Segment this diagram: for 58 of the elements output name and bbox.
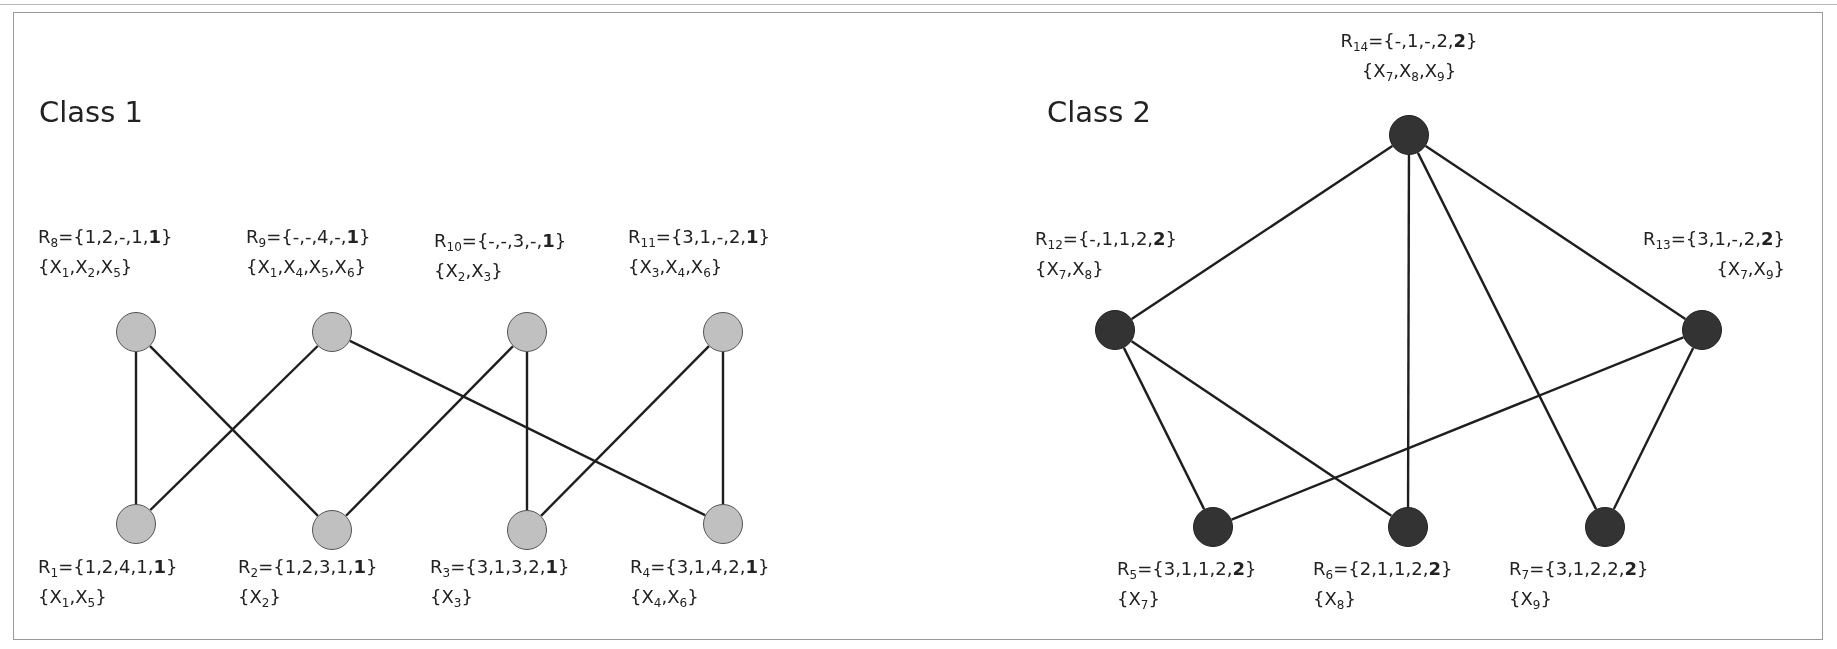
- edge-line: [1416, 152, 1598, 510]
- graph-node-circle: [1682, 310, 1722, 350]
- variable-set-label: {X$_{2}$}: [238, 586, 282, 608]
- rule-label: R$_{13}$={3,1,-,2,2}: [1642, 228, 1785, 250]
- graph-node-circle: [1095, 310, 1135, 350]
- variable-set-label: {X$_{7}$,X$_{8}$,X$_{9}$}: [1360, 60, 1458, 82]
- edge-line: [540, 345, 710, 517]
- class-title: Class 2: [1047, 95, 1151, 129]
- graph-node-circle: [116, 312, 156, 352]
- edge-line: [134, 352, 138, 504]
- class-title: Class 1: [39, 95, 143, 129]
- edge-line: [1612, 347, 1695, 510]
- graph-node-circle: [507, 312, 547, 352]
- variable-set-label: {X$_{7}$,X$_{9}$}: [1715, 258, 1785, 280]
- rule-label: R$_{7}$={3,1,2,2,2}: [1509, 558, 1649, 580]
- rule-label: R$_{10}$={-,-,3,-,1}: [434, 230, 567, 252]
- variable-set-label: {X$_{7}$,X$_{8}$}: [1035, 258, 1105, 280]
- variable-set-label: {X$_{3}$,X$_{4}$,X$_{6}$}: [628, 256, 724, 278]
- graph-node-circle: [1585, 507, 1625, 547]
- rule-label: R$_{2}$={1,2,3,1,1}: [238, 556, 378, 578]
- edge-line: [349, 339, 706, 517]
- variable-set-label: {X$_{2}$,X$_{3}$}: [434, 260, 504, 282]
- graph-node-circle: [1388, 507, 1428, 547]
- graph-node-circle: [507, 510, 547, 550]
- variable-set-label: {X$_{9}$}: [1509, 588, 1553, 610]
- rule-label: R$_{6}$={2,1,1,2,2}: [1313, 558, 1453, 580]
- graph-node-circle: [703, 504, 743, 544]
- edge-line: [721, 352, 725, 504]
- graph-node-circle: [312, 312, 352, 352]
- variable-set-label: {X$_{7}$}: [1117, 588, 1161, 610]
- edge-line: [1425, 145, 1686, 320]
- graph-node-circle: [116, 504, 156, 544]
- rule-label: R$_{3}$={3,1,3,2,1}: [430, 556, 570, 578]
- variable-set-label: {X$_{4}$,X$_{6}$}: [630, 586, 700, 608]
- variable-set-label: {X$_{1}$,X$_{4}$,X$_{5}$,X$_{6}$}: [246, 256, 367, 278]
- graph-node-circle: [1193, 507, 1233, 547]
- rule-label: R$_{5}$={3,1,1,2,2}: [1117, 558, 1257, 580]
- edge-line: [345, 345, 514, 517]
- graph-node-circle: [703, 312, 743, 352]
- variable-set-label: {X$_{1}$,X$_{2}$,X$_{5}$}: [38, 256, 134, 278]
- edge-line: [1131, 145, 1393, 320]
- edge-line: [1231, 336, 1684, 521]
- rule-label: R$_{8}$={1,2,-,1,1}: [38, 226, 173, 248]
- rule-label: R$_{1}$={1,2,4,1,1}: [38, 556, 178, 578]
- rule-label: R$_{9}$={-,-,4,-,1}: [246, 226, 371, 248]
- edge-line: [1130, 340, 1393, 517]
- graph-node-circle: [312, 510, 352, 550]
- rule-label: R$_{11}$={3,1,-,2,1}: [628, 226, 771, 248]
- edge-line: [525, 352, 529, 510]
- edge-line: [1406, 155, 1411, 507]
- graph-node-circle: [1389, 115, 1429, 155]
- variable-set-label: {X$_{3}$}: [430, 586, 474, 608]
- variable-set-label: {X$_{1}$,X$_{5}$}: [38, 586, 108, 608]
- rule-label: R$_{12}$={-,1,1,2,2}: [1035, 228, 1178, 250]
- variable-set-label: {X$_{8}$}: [1313, 588, 1357, 610]
- rule-label: R$_{14}$={-,1,-,2,2}: [1340, 30, 1478, 52]
- edge-line: [1122, 347, 1206, 510]
- rule-label: R$_{4}$={3,1,4,2,1}: [630, 556, 770, 578]
